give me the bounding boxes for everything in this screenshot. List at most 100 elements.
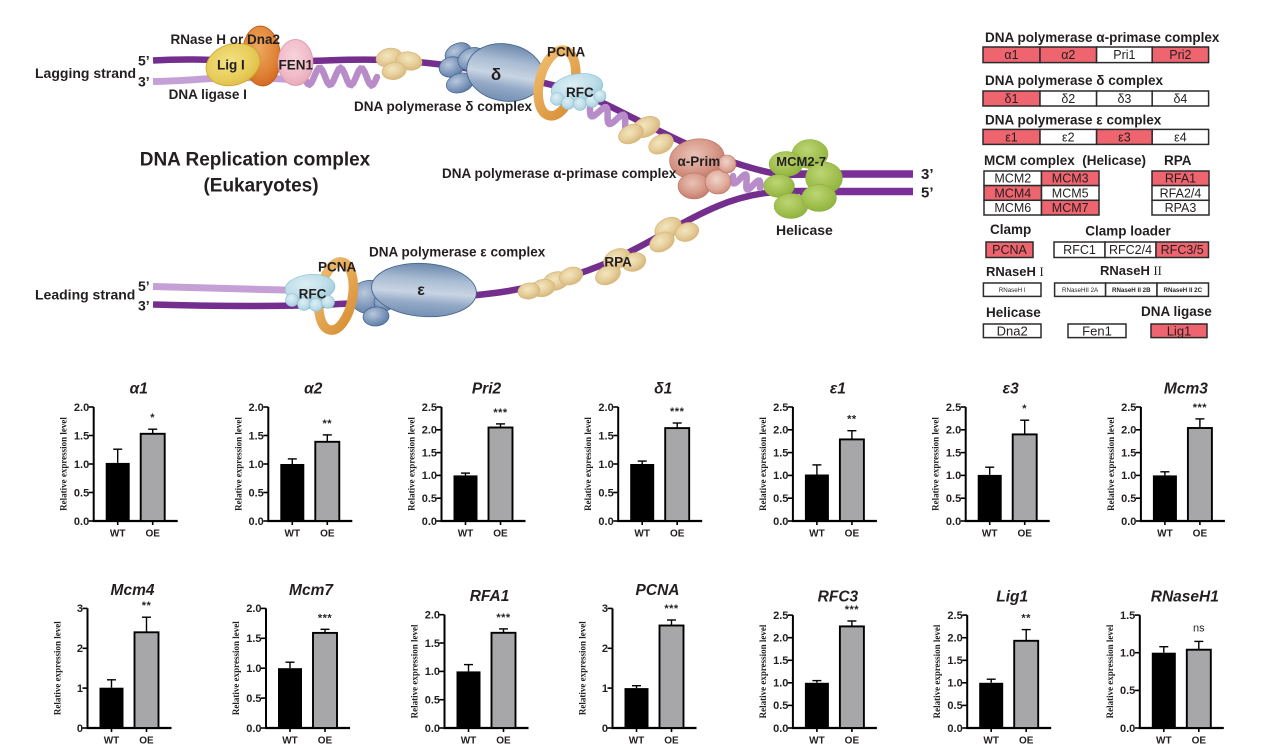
svg-text:2.0: 2.0 — [946, 425, 961, 437]
svg-text:Relative expression level: Relative expression level — [233, 417, 243, 511]
svg-text:OE: OE — [318, 736, 333, 747]
svg-text:PCNA: PCNA — [547, 45, 586, 60]
svg-text:RNaseH II 2B: RNaseH II 2B — [1112, 287, 1151, 294]
svg-text:MCM7: MCM7 — [1052, 201, 1089, 215]
svg-text:0.0: 0.0 — [773, 516, 788, 528]
svg-text:Lig I: Lig I — [217, 57, 245, 72]
svg-text:Helicase: Helicase — [776, 222, 833, 238]
svg-text:Pri2: Pri2 — [1169, 48, 1191, 62]
svg-text:1.5: 1.5 — [773, 655, 788, 667]
svg-text:***: *** — [318, 612, 333, 624]
svg-text:1: 1 — [77, 683, 83, 695]
svg-text:1.5: 1.5 — [422, 447, 437, 459]
svg-text:1.0: 1.0 — [249, 459, 264, 471]
svg-text:α2: α2 — [304, 381, 323, 398]
svg-text:1.0: 1.0 — [425, 666, 440, 678]
svg-text:MCM4: MCM4 — [994, 186, 1031, 200]
svg-text:WT: WT — [982, 529, 998, 540]
svg-text:2: 2 — [77, 643, 83, 655]
svg-text:RFA2/4: RFA2/4 — [1160, 186, 1202, 200]
svg-text:Relative expression level: Relative expression level — [1106, 417, 1116, 511]
svg-text:1.5: 1.5 — [425, 638, 440, 650]
svg-text:δ1: δ1 — [654, 381, 672, 398]
svg-text:3’: 3’ — [921, 166, 934, 183]
svg-text:5’: 5’ — [138, 53, 150, 69]
svg-text:α1: α1 — [1004, 48, 1018, 62]
svg-text:**: ** — [142, 600, 152, 612]
svg-text:0: 0 — [77, 723, 83, 735]
svg-text:WT: WT — [634, 529, 650, 540]
svg-text:0.0: 0.0 — [1120, 723, 1135, 735]
svg-text:0.0: 0.0 — [1121, 516, 1136, 528]
svg-text:DNA polymerase ε complex: DNA polymerase ε complex — [369, 245, 546, 260]
svg-text:1.5: 1.5 — [946, 447, 961, 459]
svg-text:Mcm3: Mcm3 — [1164, 381, 1208, 398]
svg-text:WT: WT — [809, 529, 825, 540]
svg-text:***: *** — [670, 406, 685, 418]
svg-text:0.5: 0.5 — [422, 493, 437, 505]
svg-text:ε3: ε3 — [1003, 381, 1019, 398]
svg-text:2: 2 — [602, 643, 608, 655]
svg-text:OE: OE — [320, 529, 335, 540]
svg-text:Leading strand: Leading strand — [35, 287, 135, 303]
svg-text:Relative expression level: Relative expression level — [931, 417, 941, 511]
svg-text:Lig1: Lig1 — [996, 589, 1028, 606]
svg-text:RNaseH I: RNaseH I — [986, 264, 1044, 279]
svg-text:OE: OE — [1193, 529, 1208, 540]
svg-text:ε4: ε4 — [1174, 130, 1187, 144]
svg-text:1.0: 1.0 — [1120, 648, 1135, 660]
svg-text:Relative expression level: Relative expression level — [407, 417, 417, 511]
svg-text:Relative expression level: Relative expression level — [410, 624, 420, 718]
svg-text:2.5: 2.5 — [1121, 402, 1136, 414]
svg-text:5’: 5’ — [921, 185, 934, 202]
svg-text:0.5: 0.5 — [1120, 685, 1135, 697]
svg-text:DNA polymerase δ complex: DNA polymerase δ complex — [354, 99, 532, 114]
svg-text:α2: α2 — [1061, 48, 1075, 62]
svg-text:Clamp: Clamp — [990, 222, 1031, 237]
svg-text:RFC: RFC — [566, 85, 594, 100]
svg-text:0.5: 0.5 — [425, 695, 440, 707]
svg-text:0.0: 0.0 — [425, 723, 440, 735]
svg-text:**: ** — [1021, 613, 1031, 625]
svg-text:OE: OE — [493, 529, 508, 540]
svg-text:1.0: 1.0 — [947, 678, 962, 690]
svg-text:Relative expression level: Relative expression level — [758, 624, 768, 718]
svg-text:RNaseH II: RNaseH II — [1100, 263, 1162, 278]
svg-text:1.0: 1.0 — [422, 470, 437, 482]
svg-text:RPA3: RPA3 — [1165, 201, 1197, 215]
svg-text:DNA ligase: DNA ligase — [1141, 304, 1212, 319]
svg-text:δ4: δ4 — [1173, 92, 1187, 106]
svg-text:0.5: 0.5 — [946, 493, 961, 505]
svg-text:DNA ligase I: DNA ligase I — [169, 87, 247, 102]
svg-text:*: * — [1022, 403, 1027, 415]
svg-text:***: *** — [664, 603, 679, 615]
svg-text:1.5: 1.5 — [1121, 447, 1136, 459]
svg-text:α1: α1 — [130, 381, 148, 398]
svg-text:2.0: 2.0 — [598, 402, 613, 414]
svg-text:0.5: 0.5 — [773, 700, 788, 712]
svg-text:Relative expression level: Relative expression level — [1105, 624, 1115, 718]
svg-text:3: 3 — [602, 603, 608, 615]
svg-text:Relative expression level: Relative expression level — [583, 417, 593, 511]
svg-text:Dna2: Dna2 — [997, 323, 1028, 338]
svg-text:0: 0 — [602, 723, 608, 735]
svg-text:3’: 3’ — [138, 74, 150, 90]
svg-text:DNA polymerase δ complex: DNA polymerase δ complex — [985, 73, 1163, 88]
svg-text:ε1: ε1 — [1005, 130, 1018, 144]
svg-text:2.0: 2.0 — [74, 402, 89, 414]
svg-text:2.0: 2.0 — [773, 633, 788, 645]
svg-text:***: *** — [845, 604, 860, 616]
svg-text:1.0: 1.0 — [246, 663, 261, 675]
svg-text:OE: OE — [670, 529, 685, 540]
svg-text:2.0: 2.0 — [947, 633, 962, 645]
svg-text:RFC2/4: RFC2/4 — [1109, 243, 1152, 257]
svg-text:WT: WT — [110, 529, 126, 540]
svg-text:RFC3/5: RFC3/5 — [1161, 243, 1204, 257]
svg-text:RNase H or Dna2: RNase H or Dna2 — [171, 32, 281, 47]
svg-text:MCM5: MCM5 — [1052, 186, 1089, 200]
svg-text:WT: WT — [1157, 529, 1173, 540]
svg-text:0.5: 0.5 — [246, 693, 261, 705]
svg-text:DNA Replication complex: DNA Replication complex — [140, 150, 371, 171]
svg-text:2.0: 2.0 — [425, 610, 440, 622]
svg-text:2.5: 2.5 — [773, 402, 788, 414]
